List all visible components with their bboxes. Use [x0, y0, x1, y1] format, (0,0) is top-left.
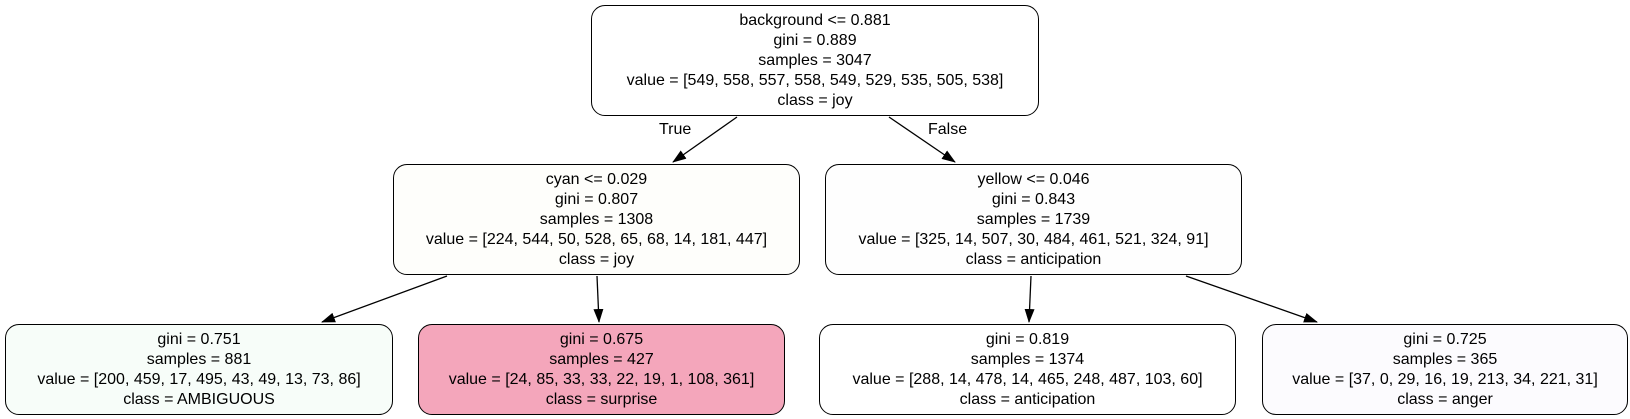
node-gini: gini = 0.889: [773, 31, 857, 49]
node-gini: gini = 0.675: [559, 330, 644, 348]
tree-leaf-anticipation: gini = 0.819 samples = 1374 value = [288…: [819, 324, 1236, 415]
tree-node-root: background <= 0.881 gini = 0.889 samples…: [591, 5, 1039, 116]
node-split-rule: cyan <= 0.029: [545, 170, 648, 188]
node-split-rule: background <= 0.881: [739, 11, 891, 29]
tree-leaf-ambiguous: gini = 0.751 samples = 881 value = [200,…: [5, 324, 393, 415]
tree-leaf-surprise: gini = 0.675 samples = 427 value = [24, …: [418, 324, 785, 415]
node-value: value = [288, 14, 478, 14, 465, 248, 487…: [852, 370, 1203, 388]
node-class: class = anticipation: [959, 390, 1096, 408]
node-gini: gini = 0.843: [991, 190, 1076, 208]
node-samples: samples = 1739: [976, 210, 1091, 228]
node-value: value = [24, 85, 33, 33, 22, 19, 1, 108,…: [448, 370, 755, 388]
tree-leaf-anger: gini = 0.725 samples = 365 value = [37, …: [1262, 324, 1628, 415]
edge-right-to-leaf-3: [1024, 275, 1035, 323]
node-samples: samples = 1308: [539, 210, 654, 228]
node-gini: gini = 0.725: [1403, 330, 1487, 348]
edge-left-to-leaf-2: [593, 275, 604, 323]
edge-label-false: False: [928, 121, 968, 138]
node-value: value = [37, 0, 29, 16, 19, 213, 34, 221…: [1292, 370, 1598, 388]
node-gini: gini = 0.807: [554, 190, 639, 208]
tree-node-right: yellow <= 0.046 gini = 0.843 samples = 1…: [825, 164, 1242, 275]
edge-root-to-left: [672, 116, 738, 163]
node-samples: samples = 365: [1392, 350, 1498, 368]
node-class: class = AMBIGUOUS: [123, 390, 275, 408]
node-split-rule: yellow <= 0.046: [977, 170, 1090, 188]
tree-node-left: cyan <= 0.029 gini = 0.807 samples = 130…: [393, 164, 800, 275]
node-class: class = anticipation: [965, 250, 1102, 268]
node-gini: gini = 0.819: [985, 330, 1070, 348]
node-value: value = [224, 544, 50, 528, 65, 68, 14, …: [425, 230, 768, 248]
node-samples: samples = 881: [146, 350, 252, 368]
node-class: class = anger: [1397, 390, 1493, 408]
node-class: class = joy: [558, 250, 635, 268]
node-class: class = joy: [777, 91, 853, 109]
node-samples: samples = 1374: [970, 350, 1085, 368]
node-samples: samples = 427: [549, 350, 654, 368]
edge-left-to-leaf-1: [321, 275, 448, 323]
node-class: class = surprise: [545, 390, 658, 408]
node-value: value = [200, 459, 17, 495, 43, 49, 13, …: [37, 370, 361, 388]
node-value: value = [549, 558, 557, 558, 549, 529, 5…: [626, 71, 1004, 89]
node-samples: samples = 3047: [758, 51, 872, 69]
edge-label-true: True: [659, 121, 692, 138]
edge-right-to-leaf-4: [1185, 275, 1318, 323]
node-gini: gini = 0.751: [157, 330, 241, 348]
node-value: value = [325, 14, 507, 30, 484, 461, 521…: [858, 230, 1209, 248]
edge-root-to-right: [888, 116, 956, 163]
